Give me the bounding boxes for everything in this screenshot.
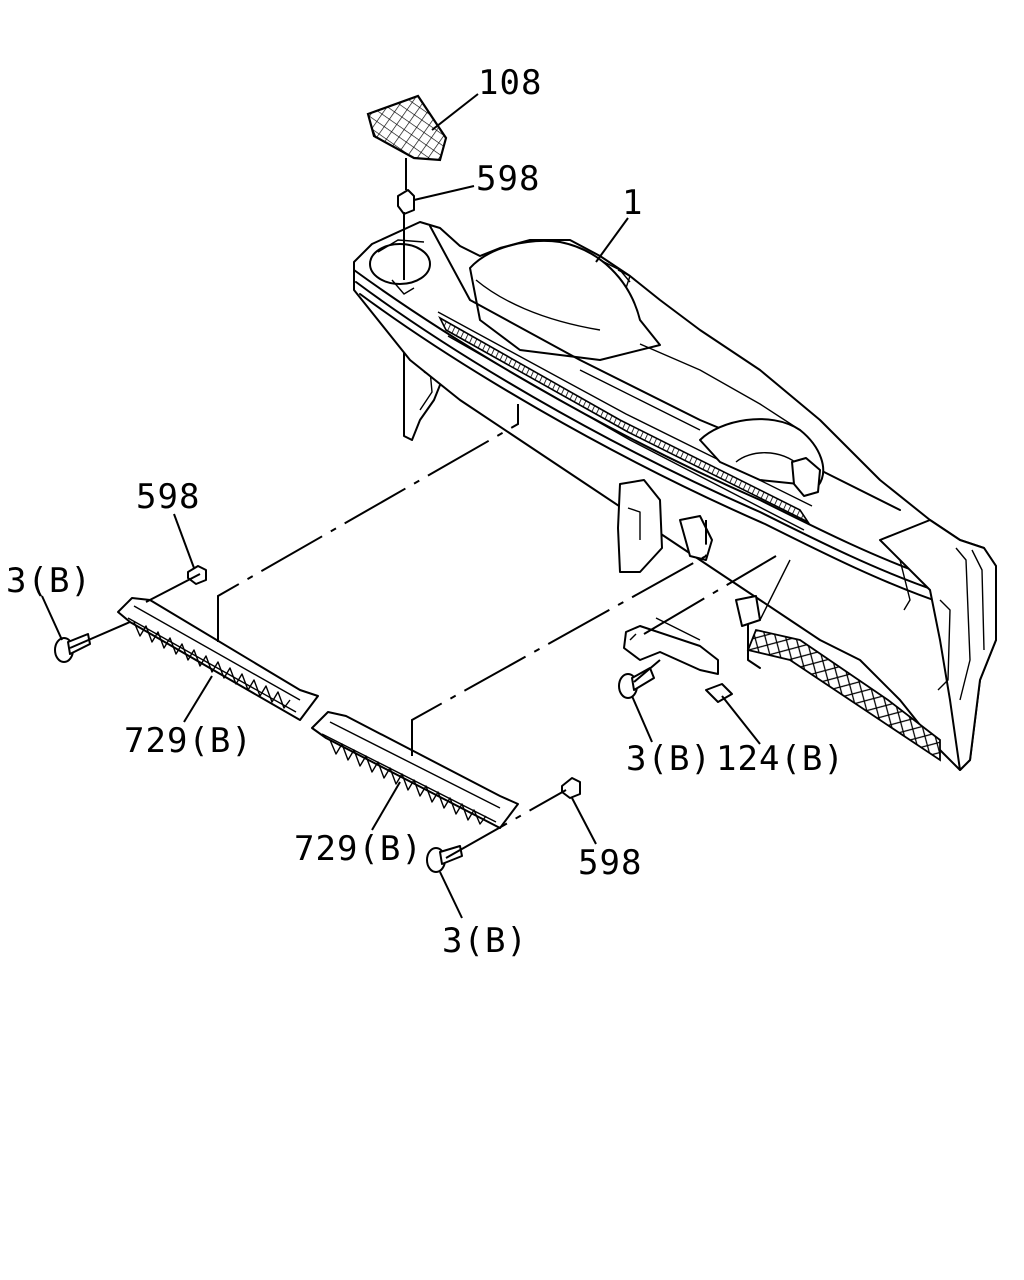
clip-598-top <box>397 189 415 215</box>
clip-598-bottom <box>561 777 581 799</box>
label-108: 108 <box>478 63 542 103</box>
label-729b-left: 729(B) <box>124 721 253 761</box>
label-3b-left: 3(B) <box>6 561 92 601</box>
screw-3b-left <box>54 633 91 663</box>
garnish-729b-left <box>117 597 319 721</box>
label-1: 1 <box>622 183 643 223</box>
assembly-lines <box>69 158 777 859</box>
leader-lines <box>41 93 761 919</box>
label-598-left: 598 <box>136 477 200 517</box>
mesh-speaker-cover <box>366 94 448 162</box>
label-124b: 124(B) <box>716 739 845 779</box>
garnish-729b-middle <box>311 711 519 829</box>
label-3b-bottom: 3(B) <box>442 921 528 961</box>
label-598-bottom: 598 <box>578 843 642 883</box>
instrument-panel-frame <box>353 221 997 771</box>
screw-3b-bottom <box>426 845 463 873</box>
label-729b-middle: 729(B) <box>294 829 423 869</box>
label-598-top: 598 <box>476 159 540 199</box>
bracket-124b <box>623 617 733 703</box>
screw-3b-right <box>618 667 655 699</box>
label-3b-right: 3(B) <box>626 739 712 779</box>
